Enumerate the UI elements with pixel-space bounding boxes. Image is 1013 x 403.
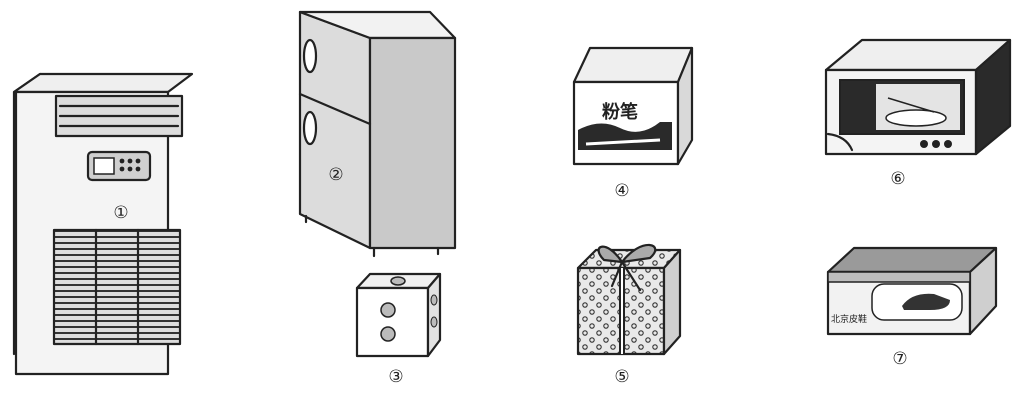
label-air-conditioner: ① [113, 203, 128, 223]
dice: ③ [355, 272, 442, 387]
air-conditioner: ① [12, 72, 194, 376]
label-refrigerator: ② [328, 165, 343, 185]
label-microwave-oven: ⑥ [890, 169, 905, 189]
label-gift-box: ⑤ [614, 367, 629, 387]
label-shoe-box: ⑦ [892, 349, 907, 369]
label-dice: ③ [388, 367, 403, 387]
refrigerator: ② [298, 10, 457, 258]
shoe-box-text: 北京皮鞋 [831, 313, 867, 325]
microwave-oven: ⑥ [824, 38, 1012, 189]
gift-box: ⑤ [576, 243, 682, 387]
shoe-box: 北京皮鞋 ⑦ [826, 246, 998, 369]
label-chalk-box: ④ [614, 181, 629, 201]
chalk-box: 粉笔 ④ [572, 46, 694, 201]
chalk-box-text: 粉笔 [602, 101, 638, 123]
